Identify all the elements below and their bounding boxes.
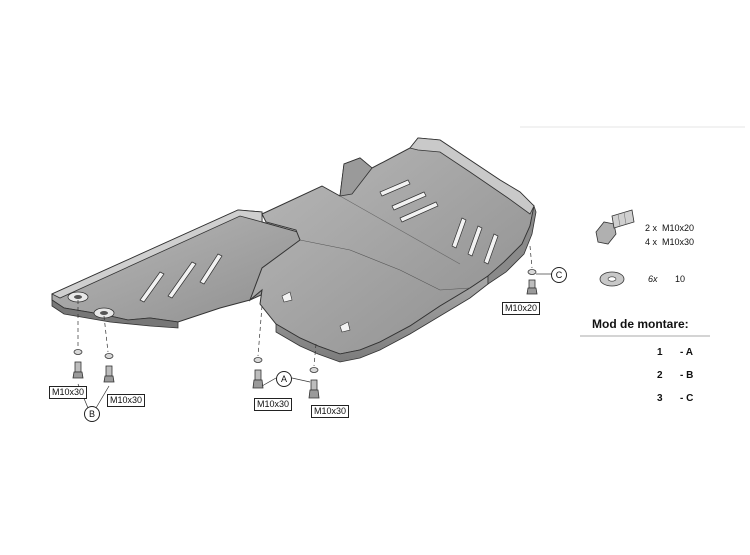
bolt-icon bbox=[595, 209, 635, 245]
legend-row-1-letter: - A bbox=[680, 347, 693, 358]
legend-row-1-num: 1 bbox=[657, 347, 663, 358]
bolt-assembly-left bbox=[72, 349, 115, 383]
bolt-assembly-middle bbox=[252, 357, 320, 399]
bolt-label-left-2: M10x30 bbox=[107, 394, 146, 407]
legend-row-3-letter: - C bbox=[680, 393, 694, 404]
bolt-label-mid-1: M10x30 bbox=[254, 398, 293, 411]
marker-c: C bbox=[551, 267, 567, 283]
front-skid-plate bbox=[248, 137, 537, 363]
washer-size: 10 bbox=[675, 274, 686, 284]
legend-row-2-num: 2 bbox=[657, 370, 663, 381]
bolt2-size: M10x30 bbox=[662, 237, 695, 247]
bolt-label-right: M10x20 bbox=[502, 302, 541, 315]
bolt1-qty: 2 x bbox=[645, 223, 658, 233]
washer-icon bbox=[599, 271, 625, 287]
bolt-label-mid-2: M10x30 bbox=[311, 405, 350, 418]
bolt2-qty: 4 x bbox=[645, 237, 658, 247]
assembly-lines bbox=[77, 245, 533, 367]
bolt-assembly-right bbox=[526, 269, 538, 295]
legend-row-2-letter: - B bbox=[680, 370, 694, 381]
marker-a: A bbox=[276, 371, 292, 387]
bolt1-size: M10x20 bbox=[662, 223, 695, 233]
legend-title: Mod de montare: bbox=[592, 317, 689, 331]
bolt-label-left-1: M10x30 bbox=[49, 386, 88, 399]
marker-b: B bbox=[84, 406, 100, 422]
washer-qty: 6x bbox=[648, 274, 658, 284]
legend-row-3-num: 3 bbox=[657, 393, 663, 404]
